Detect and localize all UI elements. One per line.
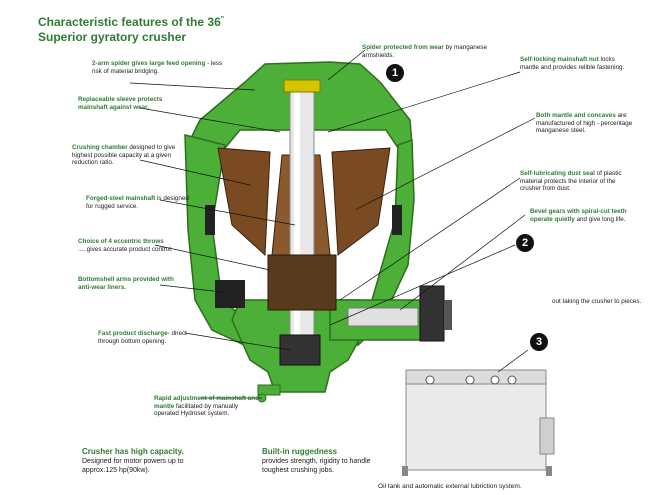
title-line-1: Characteristic features of the 36	[38, 15, 221, 29]
note-mantle-concaves-bold: Both mantle and concaves	[536, 112, 616, 119]
note-bevel-gears-bold: Bevel gears with spiral-cut teeth operat…	[530, 208, 627, 223]
ruggedness-text: provides strength, rigidity to handle to…	[262, 458, 371, 474]
note-self-locking-bold: Self-locking mainshaft nut	[520, 56, 599, 63]
note-spider-protected: Spider protected from wear by manganese …	[362, 44, 502, 59]
ruggedness-title: Built-in ruggedness	[262, 447, 338, 456]
note-dust-seal-text: of plastic material protects the interio…	[520, 170, 622, 193]
countershaft	[347, 285, 452, 342]
note-spider-arm: 2-arm spider gives large feed opening - …	[92, 60, 232, 75]
badge-3: 3	[530, 333, 548, 351]
oil-tank	[402, 369, 555, 476]
note-rapid-adjust-text: facilitated by manually operated Hydrose…	[154, 402, 238, 418]
note-chamber: Crushing chamber designed to give highes…	[72, 144, 182, 167]
note-spider-arm-text: - less risk of material bridging.	[92, 60, 223, 75]
note-spider-arm-bold: 2-arm spider gives large feed opening	[92, 60, 206, 67]
note-mainshaft-bold: Forged-steel mainshaft	[86, 195, 156, 202]
note-mantle-concaves-text: are manufactured of high - percentage ma…	[536, 112, 633, 135]
note-spider-protected-bold: Spider protected from wear	[362, 44, 444, 51]
title-line-2: Superior gyratory crusher	[38, 30, 187, 44]
note-mainshaft-text: is designed for rugged service.	[86, 195, 189, 210]
note-self-locking-text: locks mantle and provides relible fasten…	[520, 56, 625, 71]
note-self-locking: Self-locking mainshaft nut locks mantle …	[520, 56, 630, 71]
note-discharge-text: direct through bottom opening.	[98, 330, 187, 345]
note-bevel-gears: Bevel gears with spiral-cut teeth operat…	[530, 208, 635, 223]
capacity-text: Designed for motor powers up to approx.1…	[82, 458, 184, 474]
note-spider-protected-text: by manganese armshields.	[362, 44, 487, 59]
page-title: Characteristic features of the 36" Super…	[38, 12, 224, 45]
note-rapid-adjust: Rapid adjustment of mainshaft and mantle…	[154, 395, 264, 418]
note-mainshaft: Forged-steel mainshaft is designed for r…	[86, 195, 196, 210]
note-lift-out-text: out taking the crusher to pieces.	[552, 298, 642, 305]
note-dust-seal-bold: Self-lubricating dust seal	[520, 170, 595, 177]
note-mantle-concaves: Both mantle and concaves are manufacture…	[536, 112, 636, 135]
badge-2: 2	[516, 234, 534, 252]
note-eccentric: Choice of 4 eccentric throws .....gives …	[78, 238, 188, 253]
concave-liners	[217, 147, 391, 257]
note-lift-out: out taking the crusher to pieces.	[552, 298, 647, 306]
leader-lines	[129, 49, 536, 399]
note-chamber-text: designed to give highest possible capaci…	[72, 144, 176, 167]
note-bottomshell-bold: Bottomshell arms provided with anti-wear…	[78, 276, 174, 291]
oil-tank-caption: Oil tank and automatic external lubricti…	[378, 483, 522, 490]
capacity-title: Crusher has high capacity.	[82, 447, 184, 456]
note-discharge: Fast product discharge- direct through b…	[98, 330, 198, 345]
note-sleeve: Replaceable sleeve protects mainshaft ag…	[78, 96, 188, 111]
badge-1: 1	[386, 64, 404, 82]
eccentric-assembly	[205, 205, 402, 366]
note-eccentric-text: .....gives accurate product control.	[78, 245, 173, 253]
title-sup: "	[220, 16, 225, 23]
note-bevel-gears-text: and give long life.	[574, 215, 626, 223]
note-sleeve-bold: Replaceable sleeve protects mainshaft ag…	[78, 96, 163, 111]
note-dust-seal: Self-lubricating dust seal of plastic ma…	[520, 170, 630, 193]
note-discharge-bold: Fast product discharge-	[98, 330, 170, 337]
note-rapid-adjust-bold: Rapid adjustment of mainshaft and mantle	[154, 395, 259, 410]
note-bottomshell: Bottomshell arms provided with anti-wear…	[78, 276, 188, 291]
note-chamber-bold: Crushing chamber	[72, 144, 128, 151]
note-eccentric-bold: Choice of 4 eccentric throws	[78, 238, 164, 245]
